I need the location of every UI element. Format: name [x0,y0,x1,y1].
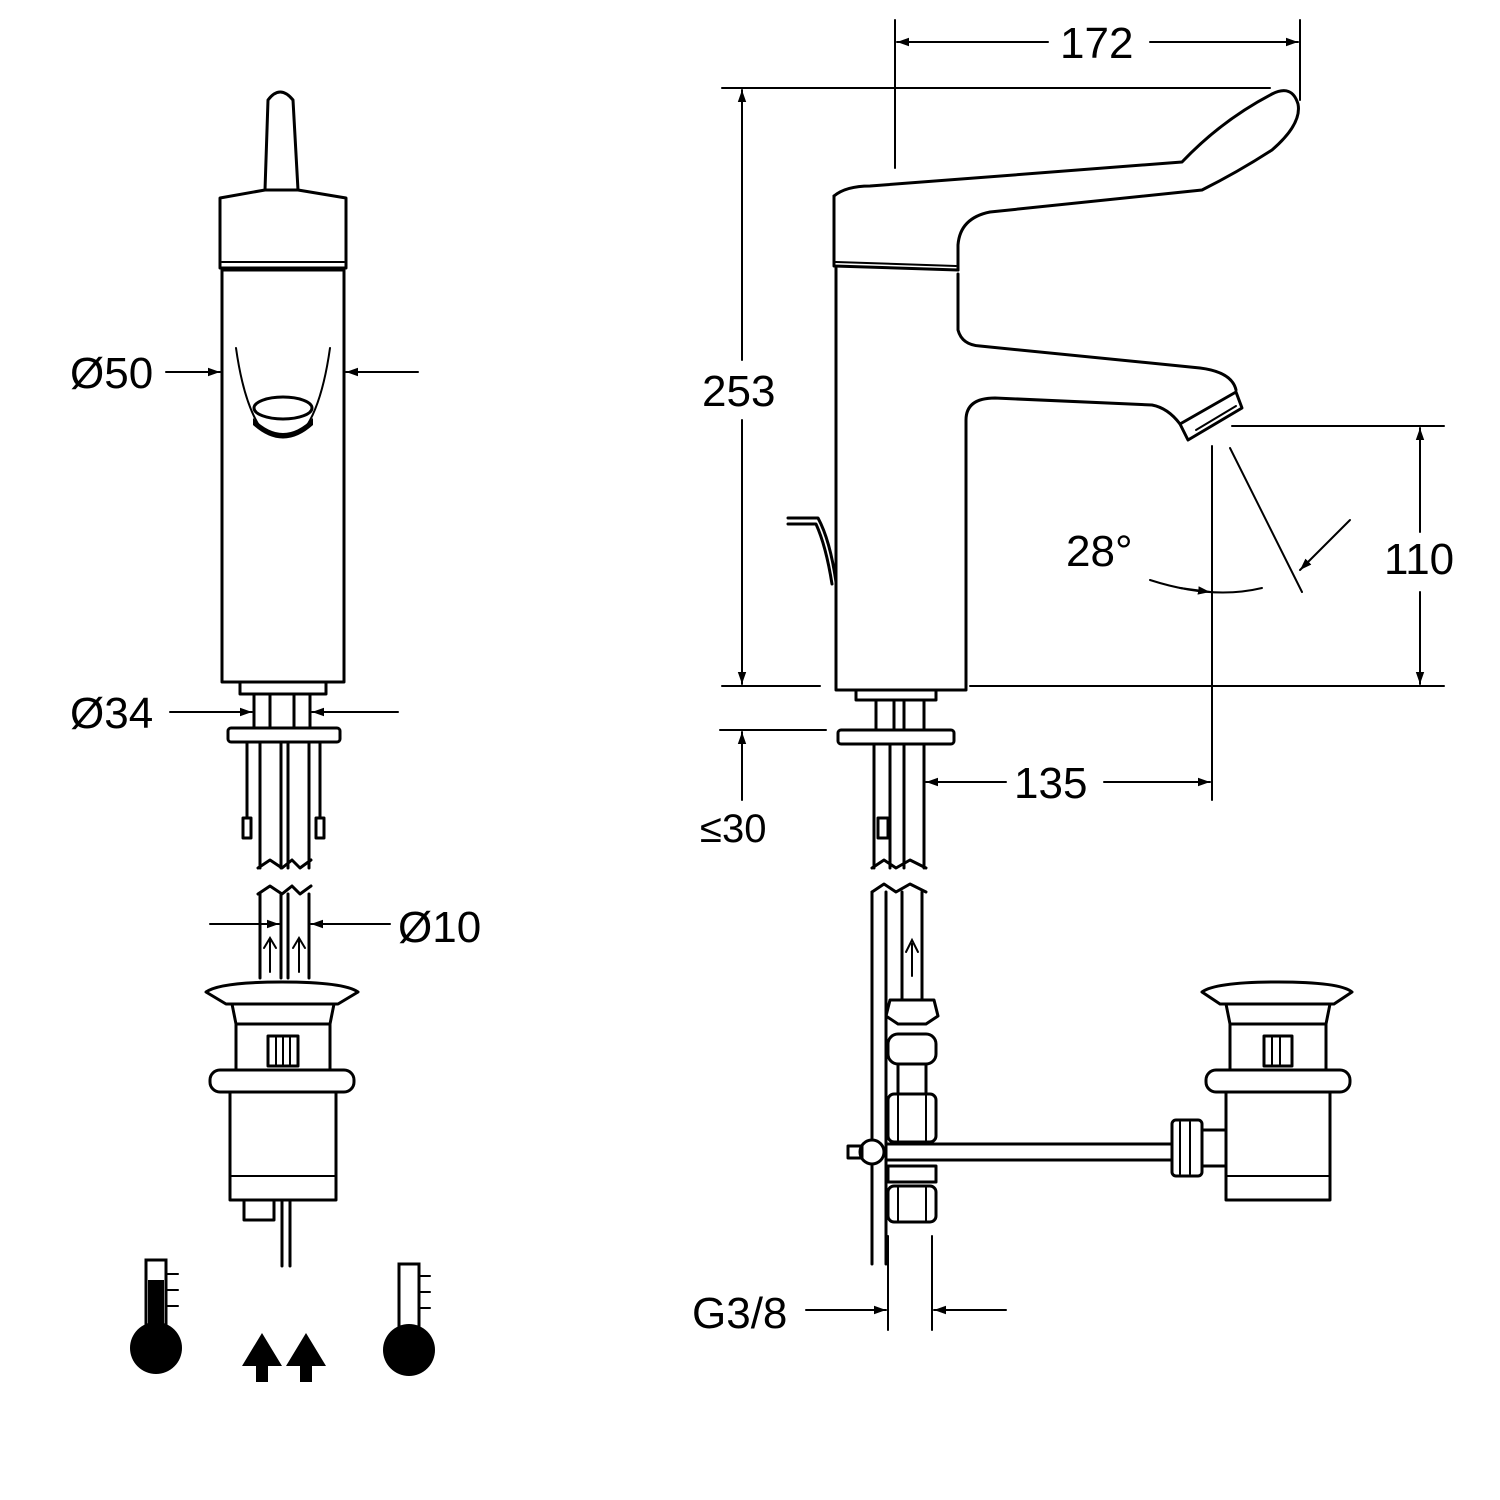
hot-thermometer-icon [130,1258,182,1374]
side-waste-drain [1170,980,1354,1202]
side-lever-handle [832,89,1300,272]
dim-angle: 28° [1066,527,1133,576]
mounting-plate [226,726,342,744]
waste-drain [204,980,360,1006]
water-supply-arrows-icon [242,1333,326,1382]
faucet-base [238,680,328,696]
handle-cap [218,188,348,270]
cold-thermometer-icon [383,1262,435,1376]
dim-body-diameter: Ø50 [70,349,153,398]
dim-shank-diameter: Ø34 [70,689,153,738]
dim-connection-thread: G3/8 [692,1289,787,1338]
dim-outlet-offset: 135 [1014,759,1087,808]
dim-total-height: 253 [702,367,775,416]
faucet-body [220,268,346,684]
spout [956,272,1238,392]
dim-spout-reach: 172 [1060,19,1133,68]
front-view: Ø50 Ø34 Ø10 [70,90,481,1268]
lever-handle [263,90,300,192]
dim-max-deck-thickness: ≤30 [700,807,766,851]
side-view: 172 253 110 28° 135 ≤30 G3/8 [692,19,1454,1338]
dim-pipe-diameter: Ø10 [398,903,481,952]
side-faucet-body [834,266,1182,692]
dim-spout-height: 110 [1384,535,1454,584]
